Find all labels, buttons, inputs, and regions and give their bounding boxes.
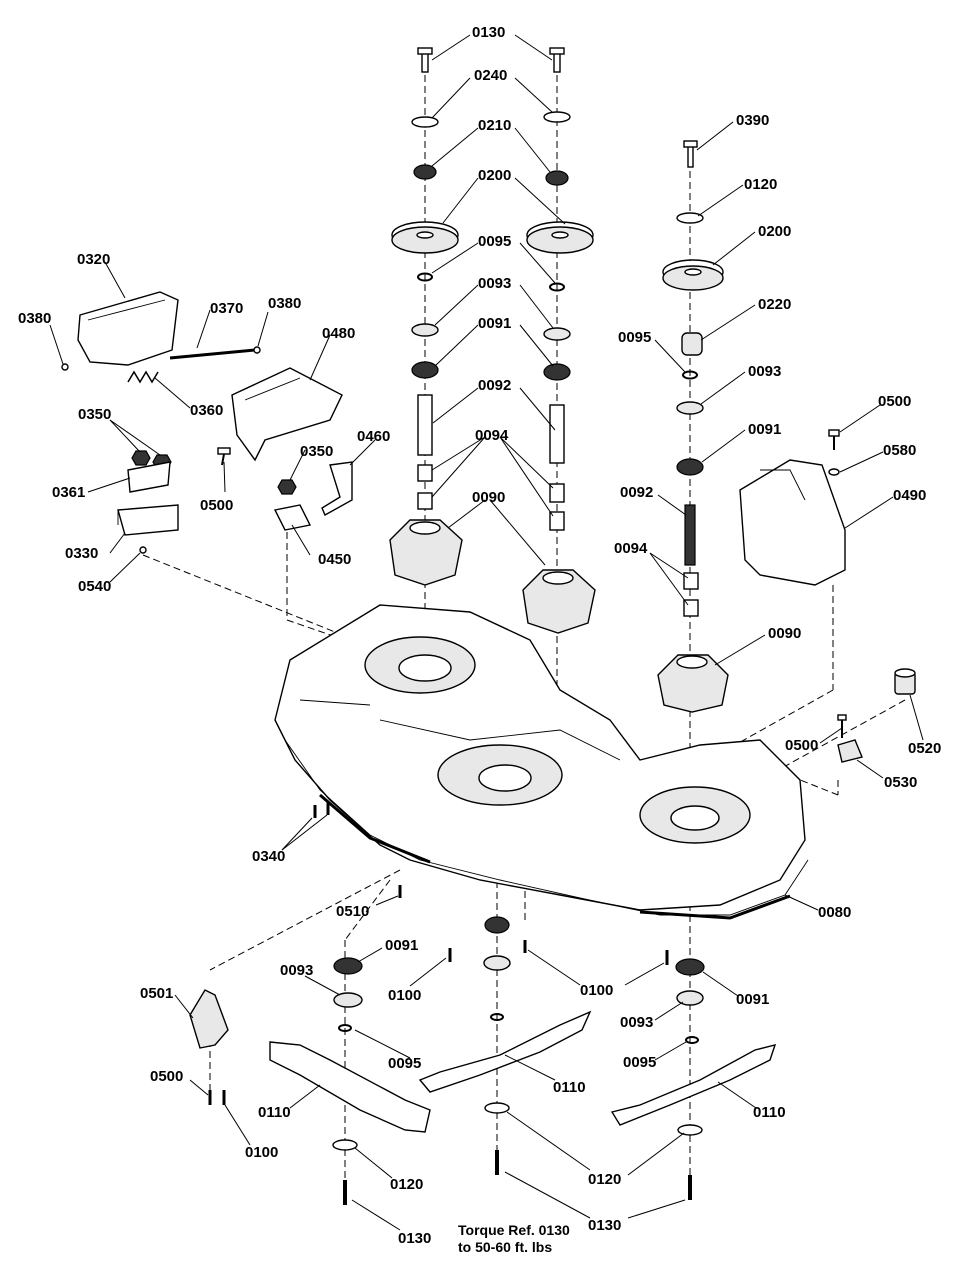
- callout-label: 0095: [478, 233, 511, 250]
- callout-label: 0510: [336, 903, 369, 920]
- callout-label: 0370: [210, 300, 243, 317]
- spindle-stack-center: [522, 47, 596, 634]
- callout-label: 0090: [768, 625, 801, 642]
- callout-label: 0093: [280, 962, 313, 979]
- callout-label: 0340: [252, 848, 285, 865]
- torque-note-line2: to 50-60 ft. lbs: [458, 1239, 553, 1255]
- callout-label: 0093: [478, 275, 511, 292]
- callout-label: 0110: [553, 1079, 586, 1096]
- callout-label: 0120: [390, 1176, 423, 1193]
- callout-label: 0350: [300, 443, 333, 460]
- callout-label: 0500: [150, 1068, 183, 1085]
- callout-label: 0091: [736, 991, 769, 1008]
- callout-label: 0120: [744, 176, 777, 193]
- spindle-stack-right: [657, 140, 729, 713]
- callout-label: 0130: [398, 1230, 431, 1247]
- callout-label: 0320: [77, 251, 110, 268]
- callout-label: 0100: [245, 1144, 278, 1161]
- callout-label: 0100: [388, 987, 421, 1004]
- callout-label: 0501: [140, 985, 173, 1002]
- mower-deck: [274, 604, 809, 920]
- discharge-chute-group: [61, 291, 353, 554]
- callout-label: 0330: [65, 545, 98, 562]
- callout-label: 0080: [818, 904, 851, 921]
- callout-label: 0095: [623, 1054, 656, 1071]
- callout-label: 0500: [200, 497, 233, 514]
- callout-label: 0480: [322, 325, 355, 342]
- callout-label: 0540: [78, 578, 111, 595]
- callout-label: 0210: [478, 117, 511, 134]
- bottom-parts: [189, 802, 777, 1205]
- callout-label: 0350: [78, 406, 111, 423]
- callout-label: 0500: [878, 393, 911, 410]
- callout-label: 0092: [620, 484, 653, 501]
- callout-label: 0120: [588, 1171, 621, 1188]
- callout-label: 0094: [475, 427, 509, 444]
- callout-label: 0090: [472, 489, 505, 506]
- callout-label: 0091: [478, 315, 511, 332]
- leader-lines: [49, 34, 924, 1231]
- callout-label: 0130: [588, 1217, 621, 1234]
- callout-labels: 0130 0240 0210 0200 0095 0093 0091 0092 …: [18, 24, 941, 1247]
- callout-label: 0220: [758, 296, 791, 313]
- callout-label: 0520: [908, 740, 941, 757]
- callout-label: 0390: [736, 112, 769, 129]
- spindle-stack-left: [389, 47, 463, 586]
- torque-note-line1: Torque Ref. 0130: [458, 1222, 570, 1238]
- callout-label: 0380: [268, 295, 301, 312]
- torque-note: Torque Ref. 0130 to 50-60 ft. lbs: [458, 1222, 570, 1256]
- callout-label: 0093: [748, 363, 781, 380]
- callout-label: 0092: [478, 377, 511, 394]
- callout-label: 0530: [884, 774, 917, 791]
- callout-label: 0100: [580, 982, 613, 999]
- callout-label: 0361: [52, 484, 85, 501]
- callout-label: 0091: [748, 421, 781, 438]
- callout-label: 0580: [883, 442, 916, 459]
- callout-label: 0095: [618, 329, 651, 346]
- callout-label: 0110: [753, 1104, 786, 1121]
- callout-label: 0460: [357, 428, 390, 445]
- callout-label: 0130: [472, 24, 505, 41]
- callout-label: 0110: [258, 1104, 291, 1121]
- callout-label: 0360: [190, 402, 223, 419]
- callout-label: 0450: [318, 551, 351, 568]
- callout-label: 0200: [758, 223, 791, 240]
- callout-label: 0380: [18, 310, 51, 327]
- callout-label: 0240: [474, 67, 507, 84]
- callout-label: 0093: [620, 1014, 653, 1031]
- callout-label: 0095: [388, 1055, 421, 1072]
- right-side-parts: [739, 429, 916, 763]
- callout-label: 0490: [893, 487, 926, 504]
- callout-label: 0200: [478, 167, 511, 184]
- callout-label: 0500: [785, 737, 818, 754]
- callout-label: 0094: [614, 540, 648, 557]
- callout-label: 0091: [385, 937, 418, 954]
